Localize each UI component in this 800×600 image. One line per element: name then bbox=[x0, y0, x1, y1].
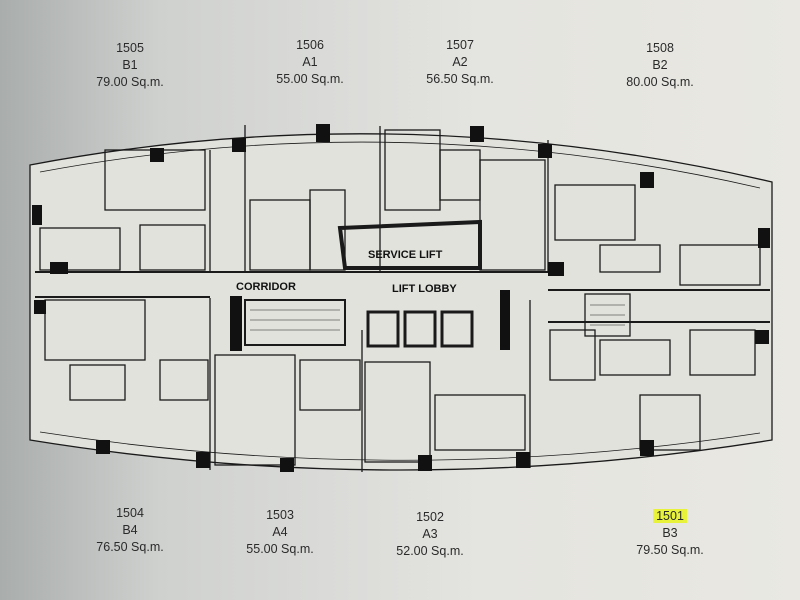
label-corridor: CORRIDOR bbox=[236, 281, 296, 293]
label-lift-lobby: LIFT LOBBY bbox=[392, 283, 457, 295]
unit-number: 1502 bbox=[416, 510, 444, 524]
unit-label-1501: 1501 B3 79.50 Sq.m. bbox=[610, 508, 730, 559]
unit-label-1506: 1506 A1 55.00 Sq.m. bbox=[250, 37, 370, 88]
unit-label-1505: 1505 B1 79.00 Sq.m. bbox=[70, 40, 190, 91]
unit-number: 1506 bbox=[296, 38, 324, 52]
unit-area: 52.00 Sq.m. bbox=[396, 544, 464, 558]
unit-label-1503: 1503 A4 55.00 Sq.m. bbox=[220, 507, 340, 558]
unit-area: 76.50 Sq.m. bbox=[96, 540, 164, 554]
unit-area: 79.00 Sq.m. bbox=[96, 75, 164, 89]
unit-label-1504: 1504 B4 76.50 Sq.m. bbox=[70, 505, 190, 556]
lift-2 bbox=[403, 310, 437, 348]
unit-type: A3 bbox=[422, 527, 438, 541]
unit-area: 79.50 Sq.m. bbox=[636, 543, 704, 557]
unit-label-1502: 1502 A3 52.00 Sq.m. bbox=[370, 509, 490, 560]
unit-number: 1508 bbox=[646, 41, 674, 55]
lift-3 bbox=[440, 310, 474, 348]
unit-type: A1 bbox=[302, 55, 318, 69]
unit-type: B3 bbox=[662, 526, 678, 540]
building-outline bbox=[29, 133, 773, 471]
unit-area: 80.00 Sq.m. bbox=[626, 75, 694, 89]
unit-type: A2 bbox=[452, 55, 468, 69]
unit-area: 55.00 Sq.m. bbox=[276, 72, 344, 86]
unit-area: 55.00 Sq.m. bbox=[246, 542, 314, 556]
unit-type: B2 bbox=[652, 58, 668, 72]
unit-number: 1504 bbox=[116, 506, 144, 520]
unit-number: 1505 bbox=[116, 41, 144, 55]
unit-type: B1 bbox=[122, 58, 138, 72]
unit-number-highlighted: 1501 bbox=[653, 509, 687, 523]
stair-core bbox=[244, 299, 346, 346]
unit-label-1507: 1507 A2 56.50 Sq.m. bbox=[400, 37, 520, 88]
unit-area: 56.50 Sq.m. bbox=[426, 72, 494, 86]
unit-type: B4 bbox=[122, 523, 138, 537]
unit-label-1508: 1508 B2 80.00 Sq.m. bbox=[600, 40, 720, 91]
unit-number: 1503 bbox=[266, 508, 294, 522]
lift-1 bbox=[366, 310, 400, 348]
unit-type: A4 bbox=[272, 525, 288, 539]
unit-number: 1507 bbox=[446, 38, 474, 52]
label-service-lift: SERVICE LIFT bbox=[368, 249, 443, 261]
